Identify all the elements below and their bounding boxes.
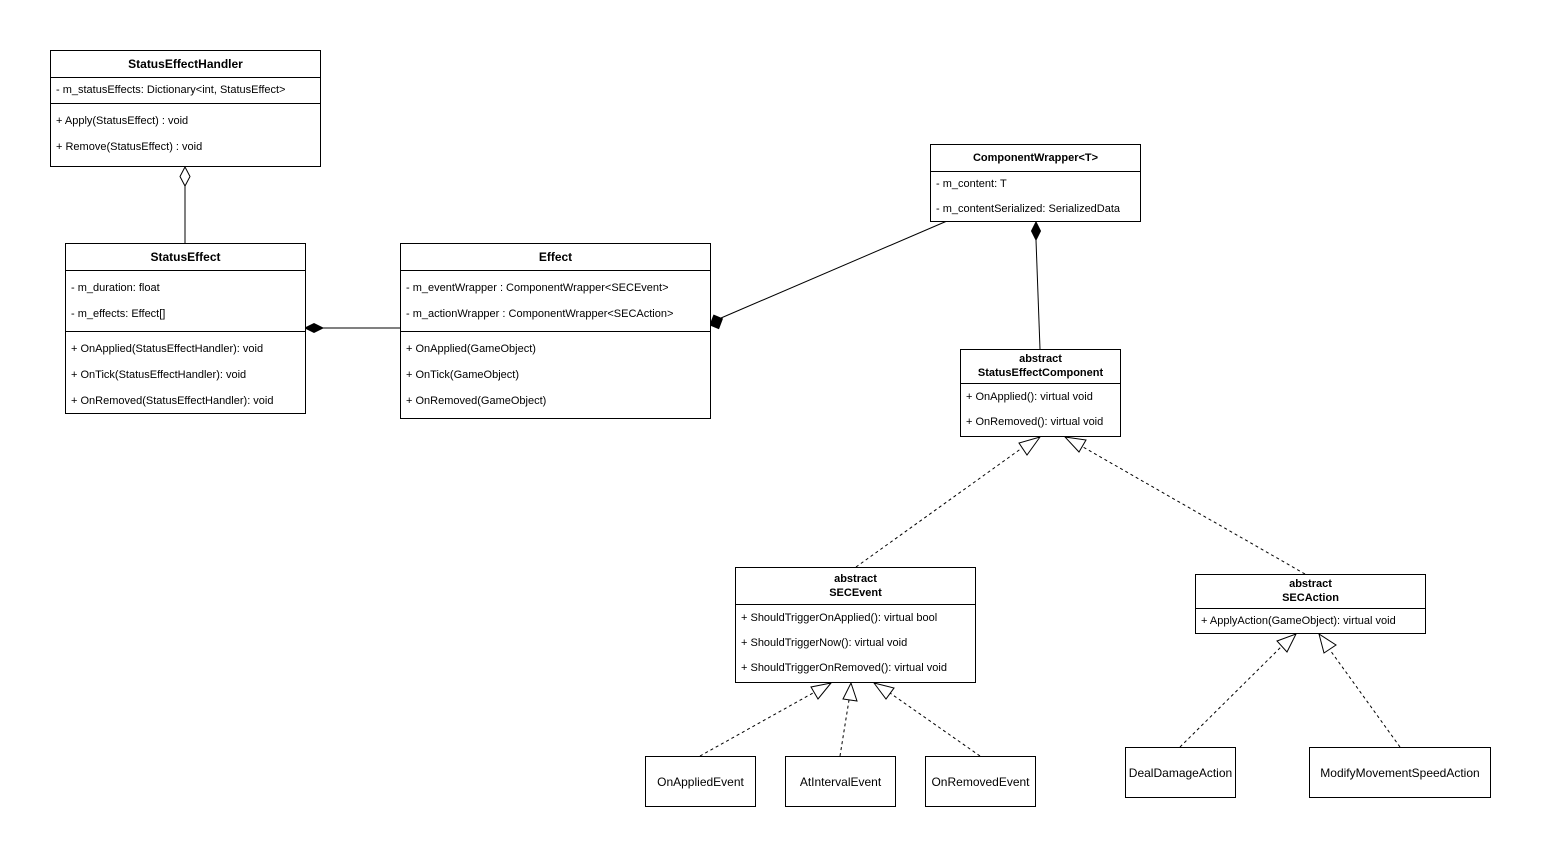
class-title: Effect xyxy=(538,250,573,264)
method: + OnRemoved(GameObject) xyxy=(406,395,547,407)
class-title: StatusEffect xyxy=(150,250,221,264)
class-name: abstract SECAction xyxy=(1196,575,1425,609)
class-sec-action[interactable]: abstract SECAction + ApplyAction(GameObj… xyxy=(1195,574,1426,634)
realization-arrowhead-atintervalevent xyxy=(842,681,858,702)
composition-edge-componentwrapper-sec xyxy=(1035,239,1041,350)
class-status-effect-component[interactable]: abstract StatusEffectComponent + OnAppli… xyxy=(960,349,1121,437)
method: + OnTick(StatusEffectHandler): void xyxy=(71,369,247,381)
class-name: StatusEffectHandler xyxy=(51,51,320,78)
method: + OnApplied(): virtual void xyxy=(966,391,1093,403)
attributes-section: - m_duration: float - m_effects: Effect[… xyxy=(66,271,305,332)
method: + Remove(StatusEffect) : void xyxy=(56,141,203,153)
class-at-interval-event[interactable]: AtIntervalEvent xyxy=(785,756,896,807)
class-name: abstract StatusEffectComponent xyxy=(961,350,1120,384)
attribute: - m_effects: Effect[] xyxy=(71,308,166,320)
methods-section: + ShouldTriggerOnApplied(): virtual bool… xyxy=(736,605,975,681)
method: + OnApplied(GameObject) xyxy=(406,343,536,355)
attribute: - m_statusEffects: Dictionary<int, Statu… xyxy=(56,84,286,96)
class-title: ComponentWrapper<T> xyxy=(972,152,1099,164)
class-stereotype: abstract xyxy=(1289,578,1332,590)
class-stereotype: abstract xyxy=(834,572,877,585)
realization-arrowhead-dealdamageaction xyxy=(1276,633,1298,653)
methods-section: + OnApplied(GameObject) + OnTick(GameObj… xyxy=(401,332,710,418)
class-status-effect[interactable]: StatusEffect - m_duration: float - m_eff… xyxy=(65,243,306,414)
method: + OnTick(GameObject) xyxy=(406,369,519,381)
realization-edge-modifymovementspeedaction xyxy=(1329,649,1401,748)
realization-edge-secaction xyxy=(1082,446,1306,575)
attributes-section: - m_statusEffects: Dictionary<int, Statu… xyxy=(51,78,320,104)
methods-section: + OnApplied(): virtual void + OnRemoved(… xyxy=(961,384,1120,435)
attribute: - m_duration: float xyxy=(71,282,160,294)
realization-edge-onappliedevent xyxy=(699,692,814,757)
method: + OnApplied(StatusEffectHandler): void xyxy=(71,343,264,355)
composition-diamond-componentwrapper xyxy=(1030,220,1042,242)
attributes-section: - m_eventWrapper : ComponentWrapper<SECE… xyxy=(401,271,710,332)
class-name: StatusEffect xyxy=(66,244,305,271)
class-component-wrapper[interactable]: ComponentWrapper<T> - m_content: T - m_c… xyxy=(930,144,1141,222)
attribute: - m_actionWrapper : ComponentWrapper<SEC… xyxy=(406,308,674,320)
class-effect[interactable]: Effect - m_eventWrapper : ComponentWrapp… xyxy=(400,243,711,419)
aggregation-diamond xyxy=(179,165,191,188)
method: + ApplyAction(GameObject): virtual void xyxy=(1201,615,1396,627)
class-status-effect-handler[interactable]: StatusEffectHandler - m_statusEffects: D… xyxy=(50,50,321,167)
class-on-removed-event[interactable]: OnRemovedEvent xyxy=(925,756,1036,807)
method: + ShouldTriggerOnRemoved(): virtual void xyxy=(741,662,947,674)
attribute: - m_contentSerialized: SerializedData xyxy=(936,203,1121,215)
class-name: Effect xyxy=(401,244,710,271)
realization-arrowhead-modifymovementspeedaction xyxy=(1318,632,1337,654)
realization-arrowhead-secevent xyxy=(1018,436,1042,456)
class-name: ComponentWrapper<T> xyxy=(931,145,1140,172)
composition-diamond-statuseffect xyxy=(303,322,325,334)
realization-edge-onremovedevent xyxy=(889,692,981,757)
class-title: StatusEffectComponent xyxy=(977,367,1104,379)
methods-section: + ApplyAction(GameObject): virtual void xyxy=(1196,609,1425,634)
composition-edge-effect-componentwrapper xyxy=(720,220,948,319)
method: + Apply(StatusEffect) : void xyxy=(56,115,189,127)
class-name: abstract SECEvent xyxy=(736,568,975,605)
realization-edge-secevent xyxy=(855,447,1023,568)
attribute: - m_eventWrapper : ComponentWrapper<SECE… xyxy=(406,282,669,294)
method: + ShouldTriggerNow(): virtual void xyxy=(741,637,908,649)
class-modify-movement-speed-action[interactable]: ModifyMovementSpeedAction xyxy=(1309,747,1491,798)
attributes-section: - m_content: T - m_contentSerialized: Se… xyxy=(931,172,1140,222)
class-stereotype: abstract xyxy=(1019,353,1062,365)
realization-arrowhead-onremovedevent xyxy=(872,682,895,700)
methods-section: + OnApplied(StatusEffectHandler): void +… xyxy=(66,332,305,418)
class-deal-damage-action[interactable]: DealDamageAction xyxy=(1125,747,1236,798)
class-title: StatusEffectHandler xyxy=(128,57,243,71)
class-title: SECEvent xyxy=(829,586,882,599)
attribute: - m_content: T xyxy=(936,178,1007,190)
class-title: SECAction xyxy=(1282,592,1339,604)
composition-diamond-effect xyxy=(709,314,724,330)
class-sec-event[interactable]: abstract SECEvent + ShouldTriggerOnAppli… xyxy=(735,567,976,683)
class-on-applied-event[interactable]: OnAppliedEvent xyxy=(645,756,756,807)
realization-edge-atintervalevent xyxy=(839,699,850,757)
method: + OnRemoved(): virtual void xyxy=(966,416,1104,428)
method: + ShouldTriggerOnApplied(): virtual bool xyxy=(741,612,938,624)
method: + OnRemoved(StatusEffectHandler): void xyxy=(71,395,274,407)
realization-arrowhead-onappliedevent xyxy=(810,682,833,700)
methods-section: + Apply(StatusEffect) : void + Remove(St… xyxy=(51,104,320,164)
realization-edge-dealdamageaction xyxy=(1179,645,1283,748)
realization-arrowhead-secaction xyxy=(1063,436,1087,453)
